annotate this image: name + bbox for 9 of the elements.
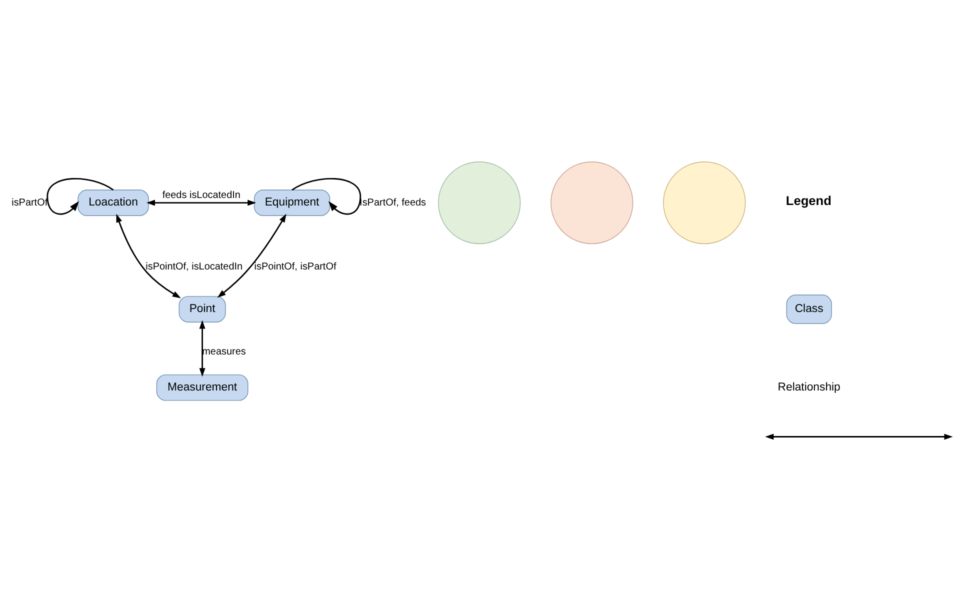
legend-label: Relationship (778, 381, 840, 394)
edge-label: isPartOf (12, 197, 48, 208)
edge-label: feeds isLocatedIn (162, 190, 240, 201)
edge-label: IsPartOf, feeds (360, 197, 426, 208)
label: Legend (786, 193, 832, 208)
edge-label: isPointOf, isPartOf (254, 262, 336, 273)
edge-label: measures (202, 346, 246, 358)
legend-label: Class (794, 302, 824, 315)
edge-label: isPointOf, isLocatedIn (146, 262, 243, 273)
